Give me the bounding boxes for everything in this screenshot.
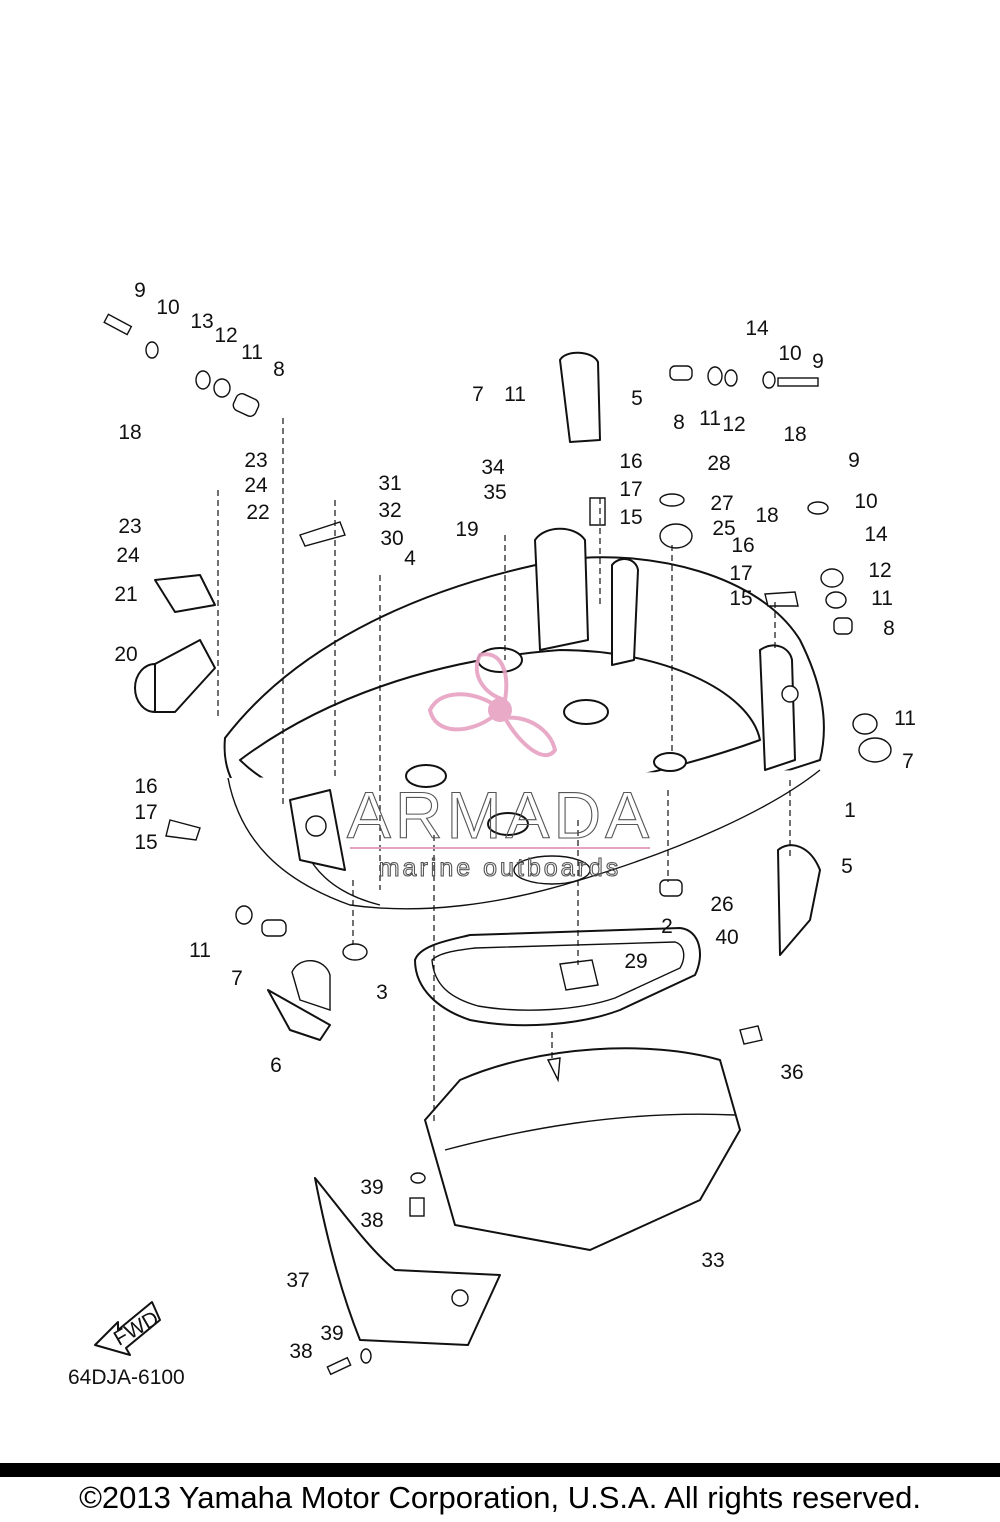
- part-callout: 23: [244, 449, 267, 472]
- part-callout: 17: [729, 562, 752, 585]
- part-callout: 14: [745, 317, 769, 340]
- part-callout: 12: [722, 413, 745, 436]
- assembly-lines: [217, 418, 791, 1125]
- part-callout: 22: [246, 501, 269, 524]
- part-callout: 16: [619, 450, 642, 473]
- part-callout: 21: [114, 583, 137, 606]
- part-callout: 39: [320, 1322, 343, 1345]
- part-callout: 18: [755, 504, 778, 527]
- part-callout: 11: [894, 707, 916, 730]
- bracket-top: [559, 351, 601, 443]
- part-callout: 10: [156, 296, 179, 319]
- part-callout: 19: [455, 518, 478, 541]
- part-callout: 13: [190, 310, 213, 333]
- part-callout: 14: [864, 523, 888, 546]
- part-callout: 17: [134, 801, 157, 824]
- part-callout: 18: [118, 421, 141, 444]
- part-callout: 15: [729, 587, 752, 610]
- part-callout: 38: [289, 1340, 312, 1363]
- part-callout: 34: [481, 456, 505, 479]
- part-callout: 39: [360, 1176, 383, 1199]
- part-callout: 5: [841, 855, 853, 878]
- part-callout: 11: [699, 407, 721, 430]
- part-callout: 27: [710, 492, 733, 515]
- part-callout: 12: [868, 559, 891, 582]
- part-callout: 20: [114, 643, 137, 666]
- part-callout: 25: [712, 517, 735, 540]
- starter-relay: [134, 639, 216, 713]
- part-callout: 9: [812, 350, 824, 373]
- part-callout: 26: [710, 893, 733, 916]
- fwd-label: FWD: [110, 1307, 163, 1351]
- part-callout: 2: [661, 915, 673, 938]
- part-callout: 15: [619, 506, 642, 529]
- part-callout: 38: [360, 1209, 383, 1232]
- part-callout: 33: [701, 1249, 724, 1272]
- part-callout: 8: [883, 617, 895, 640]
- part-callout: 40: [715, 926, 738, 949]
- part-callout: 16: [731, 534, 754, 557]
- part-callout: 7: [902, 750, 914, 773]
- part-callout: 36: [780, 1061, 803, 1084]
- watermark-name: ARMADA: [347, 778, 653, 852]
- copyright-notice: ©2013 Yamaha Motor Corporation, U.S.A. A…: [79, 1480, 921, 1515]
- part-callout: 11: [189, 939, 211, 962]
- part-callout: 10: [854, 490, 877, 513]
- propeller-icon: [427, 652, 558, 758]
- part-callout: 37: [286, 1269, 309, 1292]
- part-callout: 1: [844, 799, 856, 822]
- part-callout: 5: [631, 387, 643, 410]
- part-callout: 10: [778, 342, 801, 365]
- bottom-cowling: [223, 527, 825, 910]
- part-callout: 18: [783, 423, 806, 446]
- footer-bar: [0, 1463, 1000, 1477]
- fwd-arrow: FWD: [94, 1301, 163, 1356]
- part-callout: 7: [472, 383, 484, 406]
- part-callout: 17: [619, 478, 642, 501]
- bracket-right: [777, 844, 821, 956]
- watermark-tagline: marine outboards: [379, 854, 622, 882]
- part-callout: 15: [134, 831, 157, 854]
- part-callout: 28: [707, 452, 730, 475]
- part-callout: 4: [404, 547, 416, 570]
- part-callout: 8: [273, 358, 285, 381]
- part-callout: 7: [231, 967, 243, 990]
- part-callout: 11: [504, 383, 526, 406]
- part-callout: 12: [214, 324, 237, 347]
- part-callout: 3: [376, 981, 388, 1004]
- part-callout: 29: [624, 950, 647, 973]
- part-callout: 11: [241, 341, 263, 364]
- lower-pan: [424, 1047, 741, 1251]
- part-callout: 24: [116, 544, 140, 567]
- part-callout: 31: [378, 472, 401, 495]
- hardware: [103, 313, 892, 1376]
- exploded-parts-diagram: FWD ARMADA marine outboards 64DJA-6100 9…: [68, 279, 916, 1389]
- part-callout: 16: [134, 775, 157, 798]
- relay-bracket: [154, 574, 216, 613]
- part-callout: 9: [134, 279, 146, 302]
- part-callout: 6: [270, 1054, 282, 1077]
- part-callout: 30: [380, 527, 403, 550]
- part-callout: 35: [483, 481, 506, 504]
- bracket-left: [267, 989, 331, 1041]
- part-callout: 24: [244, 474, 268, 497]
- armada-watermark: ARMADA marine outboards: [346, 652, 653, 883]
- part-callout: 8: [673, 411, 685, 434]
- part-callout: 32: [378, 499, 401, 522]
- part-callout: 23: [118, 515, 141, 538]
- part-callout: 11: [871, 587, 893, 610]
- part-callout: 9: [848, 449, 860, 472]
- diagram-code: 64DJA-6100: [68, 1366, 185, 1389]
